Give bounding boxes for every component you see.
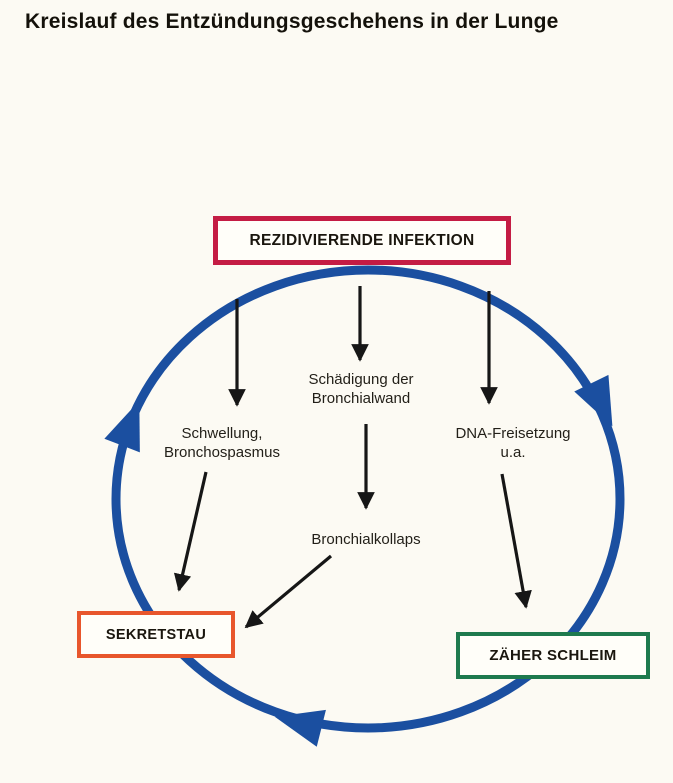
arrow-dna-to-schleim <box>500 473 532 609</box>
cycle-arrowhead-bottom <box>274 709 326 747</box>
label-dna-freisetzung: DNA-Freisetzung u.a. <box>455 424 570 462</box>
label-bronchialkollaps: Bronchialkollaps <box>311 530 420 549</box>
node-zaeher-schleim-label: ZÄHER SCHLEIM <box>489 647 617 664</box>
node-rezidivierende-infektion-label: REZIDIVIERENDE INFEKTION <box>249 231 475 249</box>
label-schaedigung-line2: Bronchialwand <box>311 390 411 408</box>
arrow-kollaps-to-sekretstau <box>244 554 333 629</box>
label-schwellung-line1: Schwellung, <box>181 425 263 442</box>
label-dna-line1: DNA-Freisetzung <box>455 425 571 442</box>
label-schwellung-bronchospasmus: Schwellung, Bronchospasmus <box>164 424 280 462</box>
label-schaedigung-line1: Schädigung der <box>308 371 414 388</box>
flow-arrows <box>173 286 532 629</box>
cycle-circle <box>104 265 625 747</box>
node-zaeher-schleim: ZÄHER SCHLEIM <box>456 632 650 679</box>
label-bronchialkollaps-text: Bronchialkollaps <box>311 531 421 548</box>
cycle-arrowhead-left <box>104 400 140 453</box>
page-title: Kreislauf des Entzündungsgeschehens in d… <box>25 10 559 33</box>
node-rezidivierende-infektion: REZIDIVIERENDE INFEKTION <box>213 216 511 265</box>
node-sekretstau: SEKRETSTAU <box>77 611 235 658</box>
label-schwellung-line2: Bronchospasmus <box>164 444 280 462</box>
label-schaedigung-bronchialwand: Schädigung der Bronchialwand <box>308 370 413 408</box>
label-dna-line2: u.a. <box>500 444 526 462</box>
cycle-arrowhead-right <box>574 374 613 427</box>
node-sekretstau-label: SEKRETSTAU <box>105 626 207 643</box>
arrow-schwellung-to-sekretstau <box>173 471 208 592</box>
